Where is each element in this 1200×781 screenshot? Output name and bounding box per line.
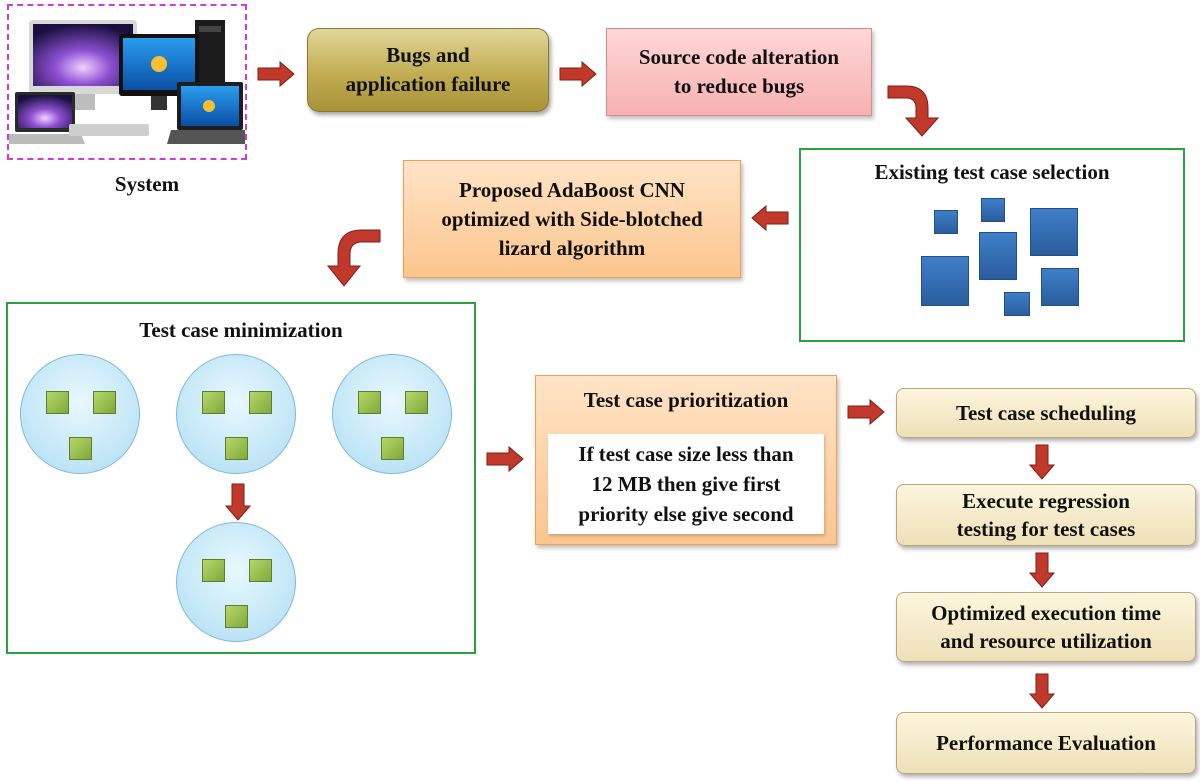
- bugs-line1: Bugs and: [386, 43, 470, 67]
- test-case-square: [202, 559, 225, 582]
- scheduling-box: Test case scheduling: [896, 388, 1196, 438]
- performance-label: Performance Evaluation: [936, 730, 1156, 755]
- bugs-line2: application failure: [345, 72, 511, 96]
- source-box: Source code alteration to reduce bugs: [606, 28, 872, 116]
- regression-line1: Execute regression: [962, 489, 1130, 513]
- rule-line3: priority else give second: [578, 502, 794, 526]
- blue-square: [979, 232, 1017, 280]
- performance-box: Performance Evaluation: [896, 712, 1196, 774]
- rule-line2: 12 MB then give first: [591, 472, 781, 496]
- system-label: System: [114, 172, 180, 196]
- minimization-box: Test case minimization: [6, 302, 476, 654]
- optimized-line2: and resource utilization: [940, 629, 1152, 653]
- test-case-group: [332, 354, 452, 474]
- down-arrow-icon: [1028, 552, 1056, 588]
- curved-arrow-icon: [887, 85, 940, 137]
- blue-square: [1041, 268, 1079, 306]
- computers-icon: [5, 20, 245, 144]
- proposed-line3: lizard algorithm: [498, 235, 646, 260]
- down-arrow-icon: [1028, 673, 1056, 709]
- source-line2: to reduce bugs: [673, 74, 805, 98]
- left-arrow-icon: [751, 204, 789, 232]
- blue-square: [934, 210, 958, 234]
- prioritization-title: Test case prioritization: [583, 388, 789, 412]
- existing-selection-box: Existing test case selection: [799, 148, 1185, 342]
- system-image: [5, 4, 247, 160]
- source-line1: Source code alteration: [638, 45, 840, 69]
- blue-square: [1030, 208, 1078, 256]
- test-case-square: [249, 391, 272, 414]
- test-case-group: [20, 354, 140, 474]
- bugs-box: Bugs and application failure: [307, 28, 549, 112]
- right-arrow-icon: [257, 60, 295, 88]
- minimization-title: Test case minimization: [139, 318, 343, 342]
- test-case-square: [69, 437, 92, 460]
- right-arrow-icon: [486, 445, 524, 473]
- minimized-group: [176, 522, 296, 642]
- optimized-box: Optimized execution time and resource ut…: [896, 592, 1196, 662]
- curved-arrow-icon: [326, 229, 381, 287]
- proposed-line1: Proposed AdaBoost CNN: [459, 177, 685, 202]
- optimized-line1: Optimized execution time: [931, 601, 1161, 625]
- prioritization-rule: If test case size less than 12 MB then g…: [548, 434, 824, 534]
- test-case-group: [176, 354, 296, 474]
- test-case-square: [358, 391, 381, 414]
- test-case-square: [225, 437, 248, 460]
- test-case-square: [381, 437, 404, 460]
- regression-box: Execute regression testing for test case…: [896, 484, 1196, 546]
- right-arrow-icon: [559, 60, 597, 88]
- down-arrow-icon: [224, 483, 252, 521]
- existing-title: Existing test case selection: [874, 160, 1110, 184]
- test-case-square: [46, 391, 69, 414]
- proposed-box: Proposed AdaBoost CNN optimized with Sid…: [403, 160, 741, 278]
- scheduling-label: Test case scheduling: [955, 400, 1137, 425]
- blue-square: [921, 256, 969, 306]
- prioritization-box: Test case prioritization If test case si…: [535, 375, 837, 545]
- rule-line1: If test case size less than: [578, 442, 794, 466]
- test-case-square: [249, 559, 272, 582]
- down-arrow-icon: [1028, 444, 1056, 480]
- proposed-line2: optimized with Side-blotched: [441, 206, 703, 231]
- test-case-square: [93, 391, 116, 414]
- test-case-square: [202, 391, 225, 414]
- test-case-square: [405, 391, 428, 414]
- blue-square: [981, 198, 1005, 222]
- regression-line2: testing for test cases: [956, 517, 1136, 541]
- right-arrow-icon: [847, 398, 885, 426]
- blue-square: [1004, 292, 1030, 316]
- test-case-square: [225, 605, 248, 628]
